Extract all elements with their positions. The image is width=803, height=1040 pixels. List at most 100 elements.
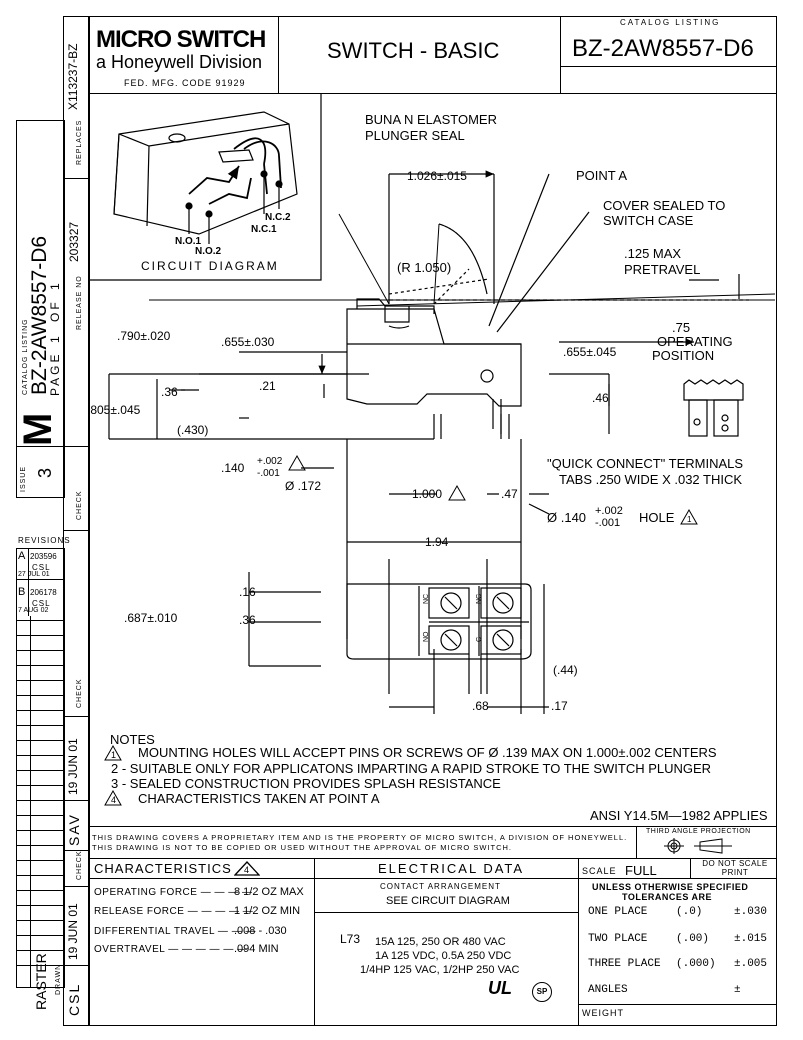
note-flag-4: 4: [104, 790, 122, 806]
tol-label-0: ONE PLACE: [588, 906, 648, 918]
note-3-text: 3 - SEALED CONSTRUCTION PROVIDES SPLASH …: [111, 776, 501, 791]
third-angle-box: [636, 826, 778, 858]
page-number: 1: [48, 336, 62, 343]
header-divider: [560, 16, 561, 94]
issue-number: 3: [35, 467, 55, 478]
bottom-mark-nc: NC: [423, 594, 430, 604]
bottom-mark-c: C: [476, 637, 483, 642]
revision-grid-row: [16, 905, 65, 906]
revision-grid-row: [16, 815, 65, 816]
margin-rule: [63, 530, 89, 531]
char-value-1: 1 1/2 OZ MIN: [234, 905, 301, 917]
drawn-label: DRAWN: [55, 963, 62, 995]
tol-fmt-0: (.0): [676, 906, 703, 918]
footer-top-rule: [89, 826, 777, 827]
of-label: OF: [48, 299, 62, 322]
margin-rule: [63, 178, 89, 179]
char-value-0: 8 1/2 OZ MAX: [234, 886, 304, 898]
margin-rule: [63, 886, 89, 887]
hole-tol-dn: -.001: [595, 517, 620, 529]
check-label: CHECK: [76, 490, 83, 520]
dim-flag-1a: [288, 454, 306, 471]
doc-id: X113237-BZ: [66, 43, 80, 111]
revision-grid-row: [16, 725, 65, 726]
rating-3: 1/4HP 125 VAC, 1/2HP 250 VAC: [360, 964, 520, 976]
header-divider: [278, 16, 279, 94]
scale-value: FULL: [625, 863, 657, 878]
char-value-2: .008 - .030: [234, 925, 287, 937]
rating-code: L73: [340, 932, 361, 946]
char-label-1: RELEASE FORCE — — — — —: [94, 906, 254, 917]
strip-divider: [16, 446, 65, 447]
revision-grid-col: [30, 616, 31, 988]
rev-row-b: B 206178 CSL 7 AUG 02: [16, 584, 65, 616]
qc-label-1: "QUICK CONNECT" TERMINALS: [547, 456, 743, 471]
check-label-2: CHECK: [76, 678, 83, 708]
initials-1: SAV: [66, 813, 82, 846]
tol-fmt-2: (.000): [676, 958, 716, 970]
dim-140-up: +.002: [257, 456, 283, 467]
characteristics-title: CHARACTERISTICS: [94, 861, 232, 876]
tol-title-2: TOLERANCES ARE: [622, 892, 713, 902]
tol-title-1: UNLESS OTHERWISE SPECIFIED: [592, 882, 749, 892]
letter-m: M: [16, 412, 60, 446]
op-label-1: .75: [672, 320, 690, 335]
char-label-3: OVERTRAVEL — — — — — —: [94, 944, 248, 955]
proprietary-text: THIS DRAWING COVERS A PROPRIETARY ITEM A…: [92, 833, 628, 852]
footer-col-2: [578, 858, 579, 1026]
revision-grid-row: [16, 935, 65, 936]
division-text: a Honeywell Division: [96, 52, 263, 72]
revisions-label: REVISIONS: [18, 536, 71, 545]
catalog-label: CATALOG LISTING: [620, 18, 721, 27]
projection-symbol-icon: [664, 838, 732, 854]
revision-grid-row: [16, 785, 65, 786]
title-block-header: [89, 16, 777, 94]
svg-text:1: 1: [111, 750, 116, 760]
date-2: 19 JUN 01: [66, 903, 80, 960]
char-label-0: OPERATING FORCE — — — —: [94, 887, 253, 898]
revision-grid-row: [16, 665, 65, 666]
dim-172: Ø .172: [285, 479, 321, 493]
dim-687: .687±.010: [124, 611, 178, 625]
revision-grid-row: [16, 740, 65, 741]
label-nc2: N.C.2: [265, 212, 291, 223]
ul-mark-icon: UL: [488, 978, 512, 998]
tol-label-1: TWO PLACE: [588, 933, 648, 945]
initials-2: CSL: [66, 982, 82, 1016]
qc-label-2: TABS .250 WIDE X .032 THICK: [559, 472, 742, 487]
dim-790: .790±.020: [117, 329, 171, 343]
screw-icon: [440, 592, 462, 614]
svg-text:4: 4: [111, 795, 116, 805]
revision-grid-row: [16, 950, 65, 951]
left-margin-strip: [63, 16, 89, 1026]
revision-grid-row: [16, 620, 65, 621]
dim-655a: .655±.030: [221, 335, 275, 349]
plunger-icon: [168, 133, 186, 143]
release-no: 203327: [67, 221, 81, 262]
dim-1000: 1.000: [412, 487, 442, 501]
third-angle-label: THIRD ANGLE PROJECTION: [646, 828, 751, 835]
footer-col-1: [314, 858, 315, 1026]
catalog-number: BZ-2AW8557-D6: [572, 35, 754, 62]
rev-date: 27 JUL 01: [18, 571, 50, 578]
rev-col-line: [28, 548, 29, 616]
check-label-3: CHECK: [76, 850, 83, 880]
revision-grid-row: [16, 890, 65, 891]
note-flag-1: 1: [104, 745, 122, 761]
tol-val-3: ±: [734, 984, 741, 996]
revision-grid-row: [16, 650, 65, 651]
issue-label: ISSUE: [20, 465, 27, 492]
tol-val-1: ±.015: [734, 933, 768, 945]
radius-label: (R 1.050): [397, 260, 451, 275]
label-no1: N.O.1: [175, 236, 202, 247]
dim-194: 1.94: [425, 535, 449, 549]
margin-rule: [63, 800, 89, 801]
pretravel-label-2: PRETRAVEL: [624, 262, 700, 277]
note-1-text: MOUNTING HOLES WILL ACCEPT PINS OR SCREW…: [138, 745, 717, 760]
revision-grid-row: [16, 830, 65, 831]
screw-icon: [440, 629, 462, 651]
contact-arr: SEE CIRCUIT DIAGRAM: [386, 895, 510, 907]
revisions-table: [16, 548, 65, 988]
revision-grid-row: [16, 965, 65, 966]
electrical-title: ELECTRICAL DATA: [378, 861, 525, 876]
